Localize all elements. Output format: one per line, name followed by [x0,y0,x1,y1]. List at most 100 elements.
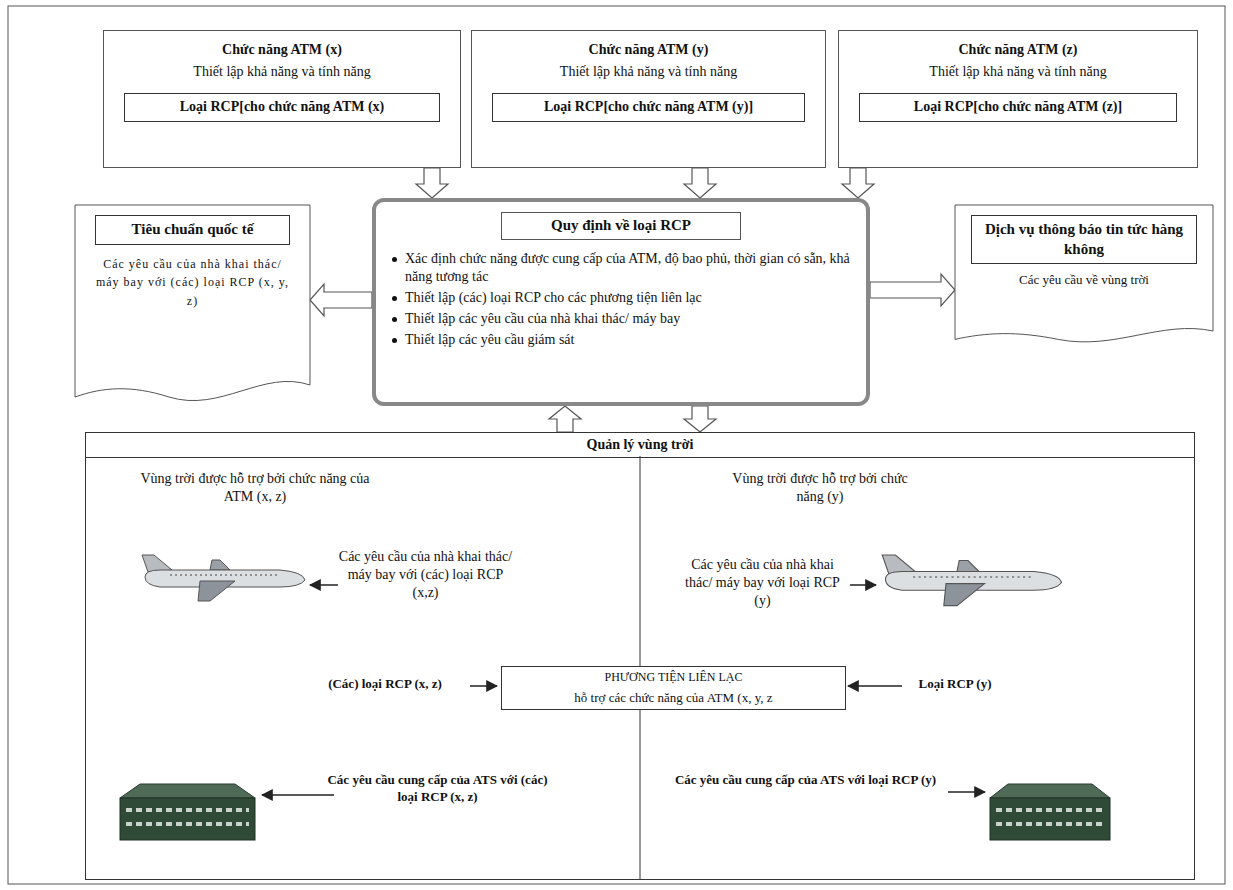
region-label: Các yêu cầu của nhà khai thác/ máy bay v… [680,556,845,611]
outer-frame [8,6,1225,884]
airplane-windows [170,575,280,576]
airplane-tail [142,555,172,572]
bullet-text: Thiết lập (các) loại RCP cho các phương … [405,289,850,307]
text-row: Xác định chức năng được cung cấp của ATM… [392,250,850,286]
rcp-type-box: Loại RCP[cho chức năng ATM (z)] [859,93,1177,121]
leader-arrow [848,685,902,687]
text-row: Các yêu cầu của nhà khai thác/ máy bay v… [95,255,290,311]
bullet-dot [392,257,397,262]
airplane-wing [198,581,235,601]
leader-arrow [310,584,338,586]
box-text: Các yêu cầu của nhà khai thác/ máy bay v… [95,255,290,311]
document-box: Các yêu cầu về vùng trời Dịch vụ thông bá… [955,205,1213,345]
text-row: PHƯƠNG TIỆN LIÊN LẠC [508,670,839,686]
text-row: Thiết lập (các) loại RCP cho các phương … [392,289,850,307]
airplane-wing [957,561,979,572]
building-windows [996,808,1104,812]
region-label: Vùng trời được hỗ trợ bởi chức năng của … [135,470,375,506]
text-row: Thiết lập khả năng và tính năng [859,59,1177,81]
document-box: Các yêu cầu của nhà khai thác/ máy bay v… [75,205,310,405]
bullet-dot [392,296,397,301]
airplane-wing [210,560,230,570]
block-arrow [684,406,716,432]
text-row: Loại RCP[cho chức năng ATM (z)] [868,98,1168,116]
text-row: Chức năng ATM (z) [859,41,1177,59]
region-label: (Các) loại RCP (x, z) [300,676,470,693]
box-text: Thiết lập khả năng và tính năng [859,63,1177,81]
document-shape [955,205,1213,342]
block-arrow [549,406,581,432]
building-roof [120,784,255,798]
bullet-dot [392,338,397,343]
airplane-left [142,555,305,601]
box-title: Loại RCP[cho chức năng ATM (y)] [501,98,796,116]
title-box: Quy định về loại RCP [501,212,741,240]
leader-arrow [850,584,876,586]
block-arrow [416,168,448,198]
box-title: Tiêu chuẩn quốc tế [102,220,283,240]
box-title: Chức năng ATM (z) [859,41,1177,59]
box-text: PHƯƠNG TIỆN LIÊN LẠC [508,670,839,686]
region-label: Các yêu cầu cung cấp của ATS với (các) l… [325,772,550,806]
building-roof [990,784,1110,798]
block-arrow [842,168,874,198]
region-label: Loại RCP (y) [895,676,1015,693]
building-windows [996,822,1104,826]
airplane-wing [944,584,985,606]
text-row: Thiết lập khả năng và tính năng [492,59,805,81]
box-text: Thiết lập khả năng và tính năng [124,63,440,81]
box-text: Thiết lập khả năng và tính năng [492,63,805,81]
text-row: Chức năng ATM (x) [124,41,440,59]
bullet-text: Thiết lập các yêu cầu của nhà khai thác/… [405,310,850,328]
box-text: Các yêu cầu về vùng trời [971,272,1197,289]
leader-arrow [948,791,985,793]
text-row: Loại RCP[cho chức năng ATM (x) [133,98,431,116]
building-left [120,784,255,840]
text-row: Thiết lập các yêu cầu của nhà khai thác/… [392,310,850,328]
building-wall [990,798,1110,840]
airplane-tail [882,555,915,574]
building-right [990,784,1110,840]
block-arrow [310,284,372,316]
text-row: Thiết lập khả năng và tính năng [124,59,440,81]
box-title: Loại RCP[cho chức năng ATM (z)] [868,98,1168,116]
function-box: Chức năng ATM (z) Thiết lập khả năng và t… [838,30,1198,168]
building-wall [120,798,255,840]
building-windows [126,822,249,826]
leader-arrow [470,685,497,687]
title-box: Tiêu chuẩn quốc tế [95,215,290,245]
function-box: Chức năng ATM (x) Thiết lập khả năng và t… [103,30,461,168]
document-shape [75,205,310,401]
airplane-windows [913,576,1034,577]
box-title: Chức năng ATM (y) [492,41,805,59]
box-title: Loại RCP[cho chức năng ATM (x) [133,98,431,116]
region-label: Vùng trời được hỗ trợ bởi chức năng (y) [730,470,910,506]
text-row: Quy định về loại RCP [508,216,734,236]
box-title: Chức năng ATM (x) [124,41,440,59]
block-arrow [870,274,955,306]
block-arrow [684,168,716,198]
function-box: Chức năng ATM (y) Thiết lập khả năng và t… [471,30,826,168]
text-row: Chức năng ATM (y) [492,41,805,59]
rcp-type-box: Loại RCP[cho chức năng ATM (y)] [492,93,805,121]
text-row: Các yêu cầu về vùng trời [971,272,1197,289]
text-row: hỗ trợ các chức năng của ATM (x, y, z [508,686,839,707]
region-label: Các yêu cầu của nhà khai thác/ máy bay v… [338,548,513,603]
box-text: hỗ trợ các chức năng của ATM (x, y, z [508,690,839,707]
text-row: Tiêu chuẩn quốc tế [102,220,283,240]
bullet-dot [392,317,397,322]
region-label: Các yêu cầu cung cấp của ATS với loại RC… [668,772,943,789]
text-row: Thiết lập các yêu cầu giám sát [392,331,850,349]
building-windows [126,808,249,812]
bullet-text: Xác định chức năng được cung cấp của ATM… [405,250,850,286]
rcp-type-box: Loại RCP[cho chức năng ATM (x) [124,93,440,121]
bullet-text: Thiết lập các yêu cầu giám sát [405,331,850,349]
communication-box: PHƯƠNG TIỆN LIÊN LẠC hỗ trợ các chức năng… [501,666,846,710]
text-row: Dịch vụ thông báo tin tức hàng không [978,220,1190,259]
title-box: Dịch vụ thông báo tin tức hàng không [971,215,1197,264]
leader-arrow [262,794,334,796]
box-title: Quy định về loại RCP [508,216,734,236]
box-title: Dịch vụ thông báo tin tức hàng không [978,220,1190,259]
airplane-right [882,555,1061,606]
